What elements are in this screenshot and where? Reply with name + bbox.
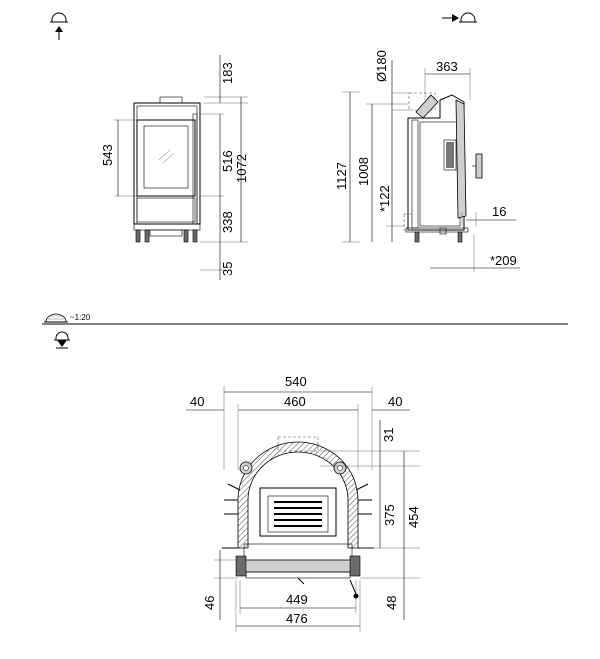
plan-view: 540 460 40 40 31 375 454 46 48 449 476 — [186, 374, 421, 632]
plan-dim-width-449: 449 — [286, 592, 308, 607]
side-dim-handle: 16 — [492, 204, 506, 219]
plan-dim-depth-inner: 375 — [382, 504, 397, 526]
fireplace-side-view-icon — [442, 12, 477, 23]
side-dim-base-depth: *209 — [490, 253, 517, 268]
front-dim-bottom: 338 — [220, 211, 235, 233]
front-dim-foot: 35 — [220, 262, 235, 276]
plan-dim-width-476: 476 — [286, 611, 308, 626]
plan-dim-depth-total: 454 — [406, 506, 421, 528]
fireplace-section-view-icon — [44, 313, 68, 323]
front-view: 543 183 516 1072 338 35 — [100, 55, 249, 280]
side-dim-flue-diameter: Ø180 — [374, 50, 389, 82]
plan-dim-total-width: 540 — [285, 374, 307, 389]
fireplace-plan-view-icon — [54, 331, 70, 349]
plan-dim-right-bottom: 48 — [384, 596, 399, 610]
side-dim-air-inlet: *122 — [377, 185, 392, 212]
front-dim-total-height: 1072 — [234, 154, 249, 183]
side-view: Ø180 363 1127 1008 *122 16 *209 — [334, 50, 520, 272]
side-dim-total-height: 1127 — [334, 162, 349, 190]
fireplace-front-view-icon — [50, 12, 68, 40]
plan-dim-right-margin: 40 — [388, 394, 402, 409]
front-dim-top: 183 — [220, 62, 235, 84]
side-dim-depth: 363 — [436, 59, 458, 74]
plan-dim-left-bottom: 46 — [202, 596, 217, 610]
plan-dim-left-margin: 40 — [190, 394, 204, 409]
plan-dim-inner-width: 460 — [284, 394, 306, 409]
side-dim-flue-height: 1008 — [356, 157, 371, 186]
scale-label: ~1:20 — [70, 313, 91, 322]
front-dim-door-height: 543 — [100, 144, 115, 166]
front-dim-inner-height: 516 — [220, 150, 235, 172]
plan-dim-top-offset: 31 — [381, 428, 396, 442]
